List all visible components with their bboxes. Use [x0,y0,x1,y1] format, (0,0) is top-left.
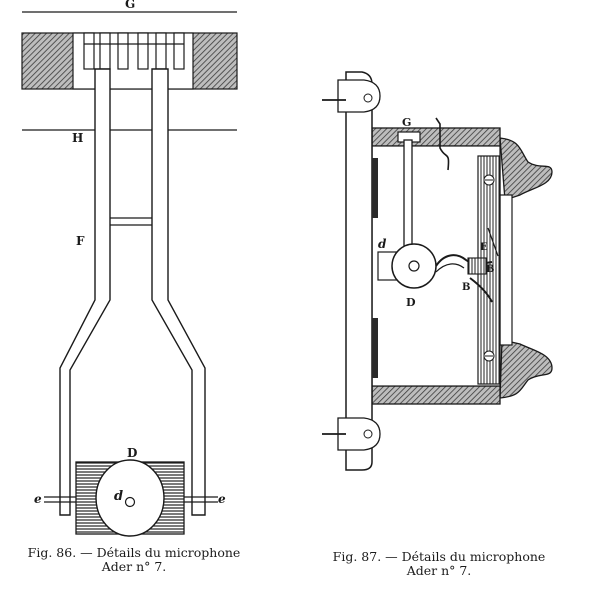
fig87-board-slot-top [372,158,378,218]
fig86-caption: Fig. 86. — Détails du microphone Ader n°… [0,546,268,574]
fig87-lever [403,139,413,261]
fig86-left-rod [59,68,111,516]
fig87-label-e: E [480,242,488,253]
fig87-caption: Fig. 87. — Détails du microphone Ader n°… [305,550,573,578]
fig87-box-top [371,127,501,147]
fig87-label-g: G [402,116,411,129]
fig87-pointer [487,227,499,257]
fig87-roller-hub [408,260,420,272]
fig86-drawing: G H F D d e e [21,0,238,537]
fig87-caption-line1: Fig. 87. — Détails du microphone [332,549,546,564]
fig87-curved-arrow [469,277,493,303]
fig87-back-board [345,71,373,471]
fig87-bottom-mount [337,417,381,451]
fig87-drawing: G d D E B B [322,71,553,471]
fig86-caption-line1: Fig. 86. — Détails du microphone [27,545,241,560]
fig86-label-e-right: e [218,492,226,506]
fig86-label-d-lower: d [114,489,123,504]
fig86-axle-hole [124,496,136,508]
fig87-top-mount [337,79,381,113]
fig86-label-g: G [125,0,135,11]
fig87-label-b-right: B [486,264,494,275]
fig87-contact-block [467,257,487,275]
fig87-caption-line2: Ader n° 7. [406,563,472,578]
fig86-label-d-upper: D [127,446,137,460]
fig87-label-d-upper: D [406,296,416,309]
fig87-box-bottom [371,385,501,405]
fig87-mouthpiece-top [499,137,553,201]
fig87-board-slot-bottom [372,318,378,378]
fig86-right-rod [151,68,206,516]
fig87-mouthpiece-bottom [499,339,553,399]
fig86-label-h: H [72,131,83,145]
fig86-label-e-left: e [34,492,42,506]
fig86-label-f: F [76,234,85,248]
fig87-label-d-lower: d [378,237,387,251]
fig87-spring-arm-inner [435,263,465,273]
fig86-clamp-teeth [83,32,185,70]
fig86-crossbar [110,217,152,226]
fig87-label-b-left: B [462,282,470,293]
fig87-wire [435,117,450,171]
fig86-caption-line2: Ader n° 7. [101,559,167,574]
fig86-axle [44,496,218,503]
